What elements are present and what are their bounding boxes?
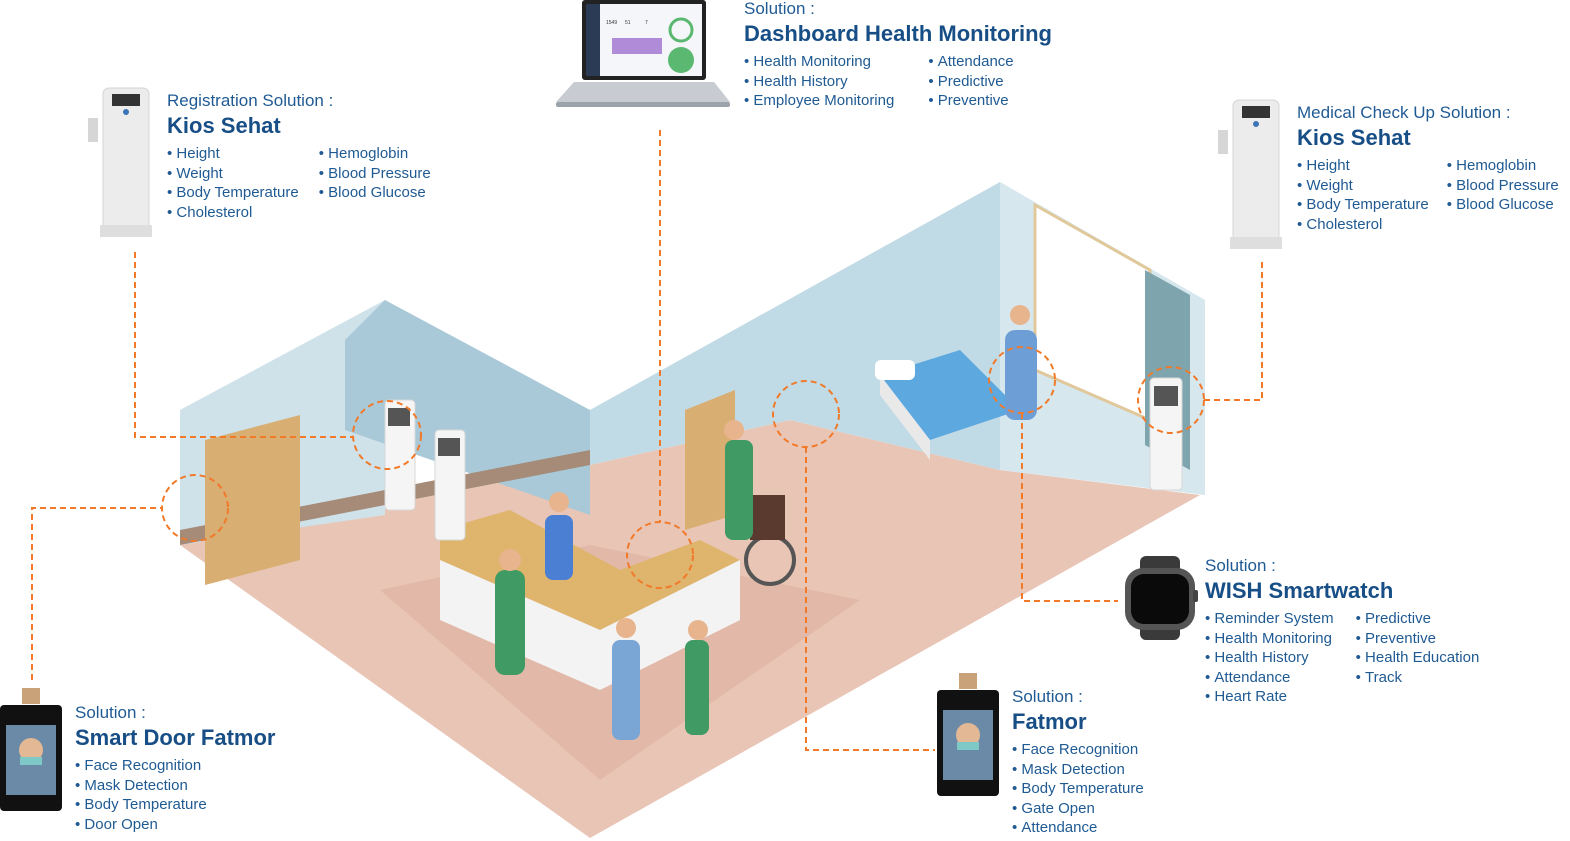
laptop-icon: 1549 51 7 — [556, 0, 730, 107]
feature-item: Heart Rate — [1205, 687, 1334, 707]
feature-item: Door Open — [75, 815, 207, 835]
left-door — [205, 415, 300, 585]
registration-features-b: Hemoglobin Blood Pressure Blood Glucose — [319, 144, 431, 222]
caregiver-figure — [685, 620, 709, 735]
reception-counter-front — [440, 560, 740, 690]
wheelchair — [744, 495, 796, 586]
feature-item: Cholesterol — [167, 203, 299, 223]
dashboard-subtitle: Solution : — [744, 0, 815, 18]
staff-figure-blue — [545, 492, 573, 580]
feature-item: Weight — [1297, 176, 1429, 196]
feature-item: Predictive — [928, 72, 1013, 92]
feature-item: Blood Pressure — [319, 164, 431, 184]
feature-item: Track — [1356, 668, 1480, 688]
feature-item: Body Temperature — [75, 795, 206, 815]
feature-item: Weight — [167, 164, 299, 184]
feature-item: Face Recognition — [1012, 740, 1144, 760]
fatmor-title: Fatmor — [1012, 709, 1087, 734]
smart-door-block: Solution : Smart Door Fatmor Face Recogn… — [75, 702, 275, 834]
smart-door-title: Smart Door Fatmor — [75, 725, 276, 750]
feature-item: Health Monitoring — [744, 52, 894, 72]
feature-item: Height — [1297, 156, 1429, 176]
feature-item: Body Temperature — [1297, 195, 1428, 215]
feature-item: Preventive — [1356, 629, 1480, 649]
laptop-stat-2: 51 — [625, 20, 631, 26]
face-terminal-icon — [937, 673, 999, 796]
smartwatch-title: WISH Smartwatch — [1205, 578, 1394, 603]
feature-item: Body Temperature — [1012, 779, 1143, 799]
feature-item: Reminder System — [1205, 609, 1333, 629]
lobby-kiosk-2 — [434, 429, 466, 541]
feature-item: Body Temperature — [167, 183, 298, 203]
feature-item: Employee Monitoring — [744, 91, 894, 111]
feature-item: Health History — [744, 72, 894, 92]
medical-checkup-features-a: Height Weight Body Temperature Cholester… — [1297, 156, 1429, 235]
nurse-figure — [724, 420, 753, 540]
registration-title: Kios Sehat — [167, 113, 281, 138]
feature-item: Health Education — [1356, 648, 1479, 668]
feature-item: Health History — [1205, 648, 1334, 668]
feature-item: Predictive — [1356, 609, 1480, 629]
feature-item: Attendance — [1012, 818, 1144, 838]
medical-checkup-title: Kios Sehat — [1297, 125, 1411, 150]
dashboard-features-b: Attendance Predictive Preventive — [928, 52, 1014, 111]
smartwatch-features-b: Predictive Preventive Health Education T… — [1356, 609, 1480, 707]
reception-counter-top — [440, 510, 740, 630]
dashboard-block: Solution : Dashboard Health Monitoring H… — [744, 0, 1052, 111]
feature-item: Face Recognition — [75, 756, 207, 776]
fatmor-subtitle: Solution : — [1012, 687, 1083, 706]
dashboard-features-a: Health Monitoring Health History Employe… — [744, 52, 894, 111]
feature-item: Health Monitoring — [1205, 629, 1334, 649]
laptop-stat-3: 7 — [645, 20, 648, 26]
registration-subtitle: Registration Solution : — [167, 91, 334, 110]
feature-item: Mask Detection — [1012, 760, 1144, 780]
hospital-bed — [875, 350, 1020, 460]
feature-item: Blood Pressure — [1447, 176, 1559, 196]
feature-item: Blood Glucose — [1447, 195, 1559, 215]
medical-checkup-features-b: Hemoglobin Blood Pressure Blood Glucose — [1447, 156, 1559, 234]
feature-item: Attendance — [928, 52, 1014, 72]
feature-item: Blood Glucose — [319, 183, 431, 203]
registration-block: Registration Solution : Kios Sehat Heigh… — [167, 90, 431, 222]
staff-figure-left — [495, 549, 525, 675]
medical-checkup-block: Medical Check Up Solution : Kios Sehat H… — [1297, 102, 1559, 234]
back-door — [685, 390, 735, 530]
feature-item: Height — [167, 144, 299, 164]
fatmor-block: Solution : Fatmor Face Recognition Mask … — [1012, 686, 1144, 838]
ward-kiosk — [1149, 377, 1183, 491]
ward-patient-figure — [1005, 305, 1037, 420]
registration-features-a: Height Weight Body Temperature Cholester… — [167, 144, 299, 223]
smart-door-subtitle: Solution : — [75, 703, 146, 722]
dashboard-title: Dashboard Health Monitoring — [744, 21, 1052, 46]
feature-item: Hemoglobin — [319, 144, 431, 164]
face-terminal-icon — [0, 688, 62, 811]
smart-door-features: Face Recognition Mask Detection Body Tem… — [75, 756, 207, 835]
left-partition-wall — [345, 300, 590, 515]
feature-item: Gate Open — [1012, 799, 1144, 819]
feature-item: Cholesterol — [1297, 215, 1429, 235]
smartwatch-icon — [1125, 556, 1198, 640]
feature-item: Hemoglobin — [1447, 156, 1559, 176]
fatmor-features: Face Recognition Mask Detection Body Tem… — [1012, 740, 1144, 838]
smartwatch-block: Solution : WISH Smartwatch Reminder Syst… — [1205, 555, 1479, 707]
lobby-kiosk-1 — [384, 399, 416, 511]
patient-walker-figure — [612, 618, 640, 740]
smartwatch-features-a: Reminder System Health Monitoring Health… — [1205, 609, 1334, 707]
feature-item: Preventive — [928, 91, 1013, 111]
kiosk-icon — [1218, 99, 1282, 249]
smartwatch-subtitle: Solution : — [1205, 556, 1276, 575]
kiosk-icon — [88, 87, 152, 237]
connector-lines — [31, 130, 1263, 751]
medical-checkup-subtitle: Medical Check Up Solution : — [1297, 103, 1511, 122]
feature-item: Attendance — [1205, 668, 1334, 688]
laptop-stat-1: 1549 — [606, 20, 617, 26]
feature-item: Mask Detection — [75, 776, 207, 796]
